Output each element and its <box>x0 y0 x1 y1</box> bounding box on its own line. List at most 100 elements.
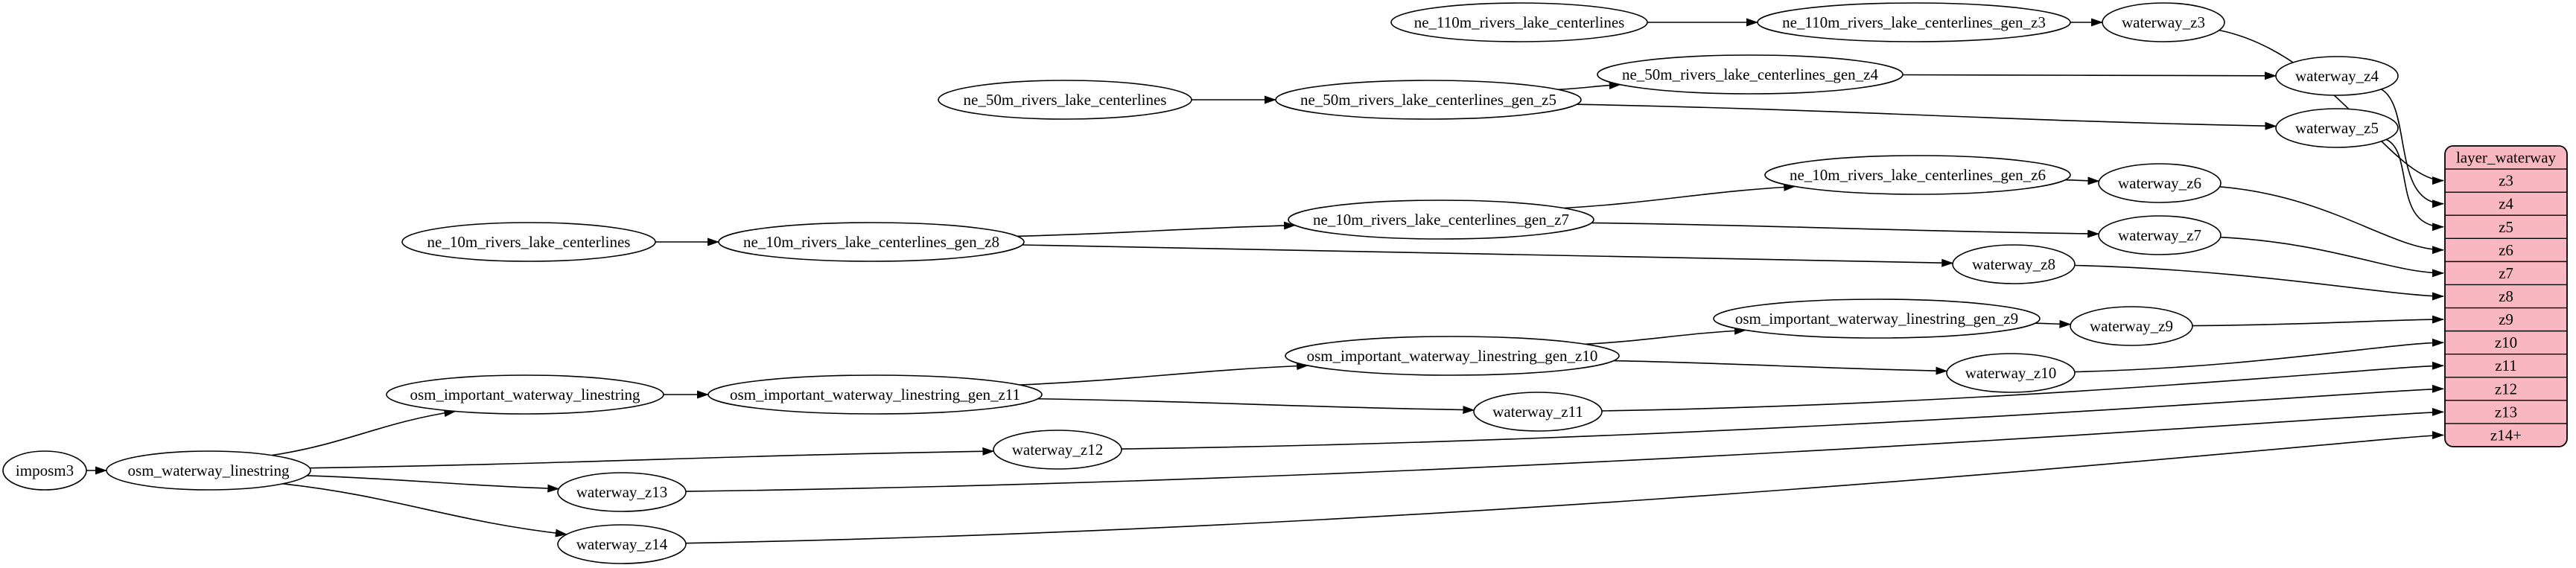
waterway_z12-label: waterway_z12 <box>1012 441 1103 459</box>
edge-ne_50m_rivers_lake_centerlines_gen_z5-to-ne_50m_rivers_lake_centerlines_gen_z4 <box>1558 80 1621 91</box>
ne_10m_rivers_lake_centerlines-label: ne_10m_rivers_lake_centerlines <box>427 233 631 251</box>
osm_important_waterway_linestring_gen_z9-shape <box>1713 299 2041 339</box>
node-ne_10m_rivers_lake_centerlines: ne_10m_rivers_lake_centerlines <box>401 222 656 262</box>
node-waterway_z6: waterway_z6 <box>2098 163 2222 203</box>
ne_10m_rivers_lake_centerlines-shape <box>401 222 656 262</box>
waterway_z4-shape <box>2275 56 2399 96</box>
node-ne_10m_rivers_lake_centerlines_gen_z8: ne_10m_rivers_lake_centerlines_gen_z8 <box>718 222 1025 262</box>
node-waterway_z12: waterway_z12 <box>993 430 1122 470</box>
ne_50m_rivers_lake_centerlines_gen_z4-shape <box>1597 54 1904 95</box>
edge-waterway_z4-to-layer_waterway-z4 <box>2381 89 2444 208</box>
record-row-z4: z4 <box>2499 195 2513 213</box>
waterway_z13-shape <box>557 472 687 512</box>
imposm3-shape <box>2 450 87 491</box>
edge-ne_10m_rivers_lake_centerlines_gen_z6-to-waterway_z6 <box>2065 176 2100 185</box>
ne_110m_rivers_lake_centerlines_gen_z3-label: ne_110m_rivers_lake_centerlines_gen_z3 <box>1782 13 2046 31</box>
edge-waterway_z7-to-layer_waterway-z7 <box>2220 236 2444 278</box>
ne_10m_rivers_lake_centerlines_gen_z8-shape <box>718 222 1025 262</box>
osm_important_waterway_linestring_gen_z10-label: osm_important_waterway_linestring_gen_z1… <box>1307 347 1598 365</box>
node-waterway_z13: waterway_z13 <box>557 472 687 512</box>
node-waterway_z5: waterway_z5 <box>2275 108 2399 148</box>
waterway_z9-label: waterway_z9 <box>2090 317 2173 335</box>
waterway_z12-shape <box>993 430 1122 470</box>
record-row-z6: z6 <box>2499 241 2513 259</box>
edge-ne_10m_rivers_lake_centerlines_gen_z7-to-ne_10m_rivers_lake_centerlines_gen_z6 <box>1563 182 1796 209</box>
ne_110m_rivers_lake_centerlines_gen_z3-shape <box>1757 2 2071 42</box>
node-waterway_z9: waterway_z9 <box>2070 306 2193 346</box>
record-frame <box>2444 145 2568 447</box>
record-row-z9: z9 <box>2499 310 2513 328</box>
ne_10m_rivers_lake_centerlines_gen_z7-shape <box>1288 200 1594 240</box>
edge-waterway_z5-to-layer_waterway-z5 <box>2385 138 2444 232</box>
osm_important_waterway_linestring-label: osm_important_waterway_linestring <box>410 386 640 403</box>
record-row-z5: z5 <box>2499 218 2513 236</box>
edge-osm_important_waterway_linestring_gen_z10-to-waterway_z10 <box>1613 360 1948 375</box>
waterway_z6-label: waterway_z6 <box>2118 174 2201 192</box>
record-row-z14+: z14+ <box>2490 426 2522 444</box>
edge-osm_important_waterway_linestring_gen_z11-to-osm_important_waterway_linestring_gen_z10 <box>1019 362 1309 386</box>
node-ne_50m_rivers_lake_centerlines: ne_50m_rivers_lake_centerlines <box>938 80 1192 120</box>
waterway_z8-shape <box>1952 244 2076 284</box>
ne_110m_rivers_lake_centerlines-label: ne_110m_rivers_lake_centerlines <box>1414 13 1625 31</box>
edge-ne_50m_rivers_lake_centerlines_gen_z5-to-waterway_z5 <box>1577 103 2277 130</box>
edge-waterway_z8-to-layer_waterway-z8 <box>2074 264 2444 301</box>
waterway_z5-shape <box>2275 108 2399 148</box>
osm_important_waterway_linestring_gen_z9-label: osm_important_waterway_linestring_gen_z9 <box>1735 310 2018 328</box>
waterway_z11-shape <box>1473 392 1603 432</box>
edge-osm_important_waterway_linestring_gen_z10-to-osm_important_waterway_linestring_gen_z9 <box>1585 326 1746 345</box>
waterway_z7-label: waterway_z7 <box>2118 226 2201 244</box>
ne_50m_rivers_lake_centerlines_gen_z4-label: ne_50m_rivers_lake_centerlines_gen_z4 <box>1622 66 1879 83</box>
record-row-z8: z8 <box>2499 287 2513 305</box>
edge-ne_50m_rivers_lake_centerlines_gen_z4-to-waterway_z4 <box>1902 71 2277 80</box>
imposm3-label: imposm3 <box>16 462 74 479</box>
ne_50m_rivers_lake_centerlines-shape <box>938 80 1192 120</box>
node-osm_important_waterway_linestring: osm_important_waterway_linestring <box>386 374 664 415</box>
edge-waterway_z14-to-layer_waterway-z14+ <box>685 431 2444 544</box>
edge-waterway_z10-to-layer_waterway-z10 <box>2074 338 2444 373</box>
waterway_z3-label: waterway_z3 <box>2122 13 2205 31</box>
node-osm_important_waterway_linestring_gen_z10: osm_important_waterway_linestring_gen_z1… <box>1285 336 1620 376</box>
edge-ne_10m_rivers_lake_centerlines_gen_z7-to-waterway_z7 <box>1591 222 2100 238</box>
node-waterway_z3: waterway_z3 <box>2102 2 2225 42</box>
waterway_z10-label: waterway_z10 <box>1965 364 2056 382</box>
edge-waterway_z12-to-layer_waterway-z12 <box>1121 384 2444 450</box>
edge-waterway_z9-to-layer_waterway-z9 <box>2192 315 2444 327</box>
edge-waterway_z11-to-layer_waterway-z11 <box>1601 361 2444 412</box>
edge-waterway_z3-to-layer_waterway-z3 <box>2219 29 2444 185</box>
waterway_z6-shape <box>2098 163 2222 203</box>
ne_10m_rivers_lake_centerlines_gen_z6-label: ne_10m_rivers_lake_centerlines_gen_z6 <box>1790 166 2046 184</box>
edge-osm_waterway_linestring-to-waterway_z13 <box>307 475 560 493</box>
node-waterway_z4: waterway_z4 <box>2275 56 2399 96</box>
osm_important_waterway_linestring_gen_z11-label: osm_important_waterway_linestring_gen_z1… <box>730 386 1020 403</box>
node-ne_50m_rivers_lake_centerlines_gen_z5: ne_50m_rivers_lake_centerlines_gen_z5 <box>1275 80 1582 120</box>
ne_10m_rivers_lake_centerlines_gen_z6-shape <box>1764 155 2071 195</box>
ne_50m_rivers_lake_centerlines-label: ne_50m_rivers_lake_centerlines <box>964 91 1167 109</box>
edge-osm_waterway_linestring-to-osm_important_waterway_linestring <box>271 409 457 456</box>
node-waterway_z11: waterway_z11 <box>1473 392 1603 432</box>
record-layer-waterway: layer_waterwayz3z4z5z6z7z8z9z10z11z12z13… <box>2444 145 2568 447</box>
node-ne_10m_rivers_lake_centerlines_gen_z7: ne_10m_rivers_lake_centerlines_gen_z7 <box>1288 200 1594 240</box>
node-osm_important_waterway_linestring_gen_z11: osm_important_waterway_linestring_gen_z1… <box>707 374 1043 415</box>
edge-ne_10m_rivers_lake_centerlines_gen_z8-to-waterway_z8 <box>1022 244 1954 267</box>
record-row-z11: z11 <box>2495 357 2517 374</box>
edge-osm_waterway_linestring-to-waterway_z12 <box>309 447 995 469</box>
edges-layer <box>86 18 2444 544</box>
osm_important_waterway_linestring_gen_z11-shape <box>707 374 1043 415</box>
ne_50m_rivers_lake_centerlines_gen_z5-label: ne_50m_rivers_lake_centerlines_gen_z5 <box>1300 91 1556 109</box>
node-waterway_z8: waterway_z8 <box>1952 244 2076 284</box>
edge-ne_10m_rivers_lake_centerlines_gen_z8-to-ne_10m_rivers_lake_centerlines_gen_z7 <box>1017 221 1297 237</box>
waterway_z5-label: waterway_z5 <box>2295 119 2379 137</box>
node-waterway_z14: waterway_z14 <box>557 524 687 564</box>
record-row-z7: z7 <box>2499 264 2513 282</box>
waterway_z14-shape <box>557 524 687 564</box>
waterway_z7-shape <box>2098 215 2222 255</box>
record-row-z12: z12 <box>2495 380 2517 398</box>
waterway_z8-label: waterway_z8 <box>1972 255 2055 273</box>
record-layer: layer_waterwayz3z4z5z6z7z8z9z10z11z12z13… <box>2444 145 2568 447</box>
node-ne_110m_rivers_lake_centerlines_gen_z3: ne_110m_rivers_lake_centerlines_gen_z3 <box>1757 2 2071 42</box>
ne_110m_rivers_lake_centerlines-shape <box>1390 2 1648 42</box>
waterway_z13-label: waterway_z13 <box>576 483 667 501</box>
